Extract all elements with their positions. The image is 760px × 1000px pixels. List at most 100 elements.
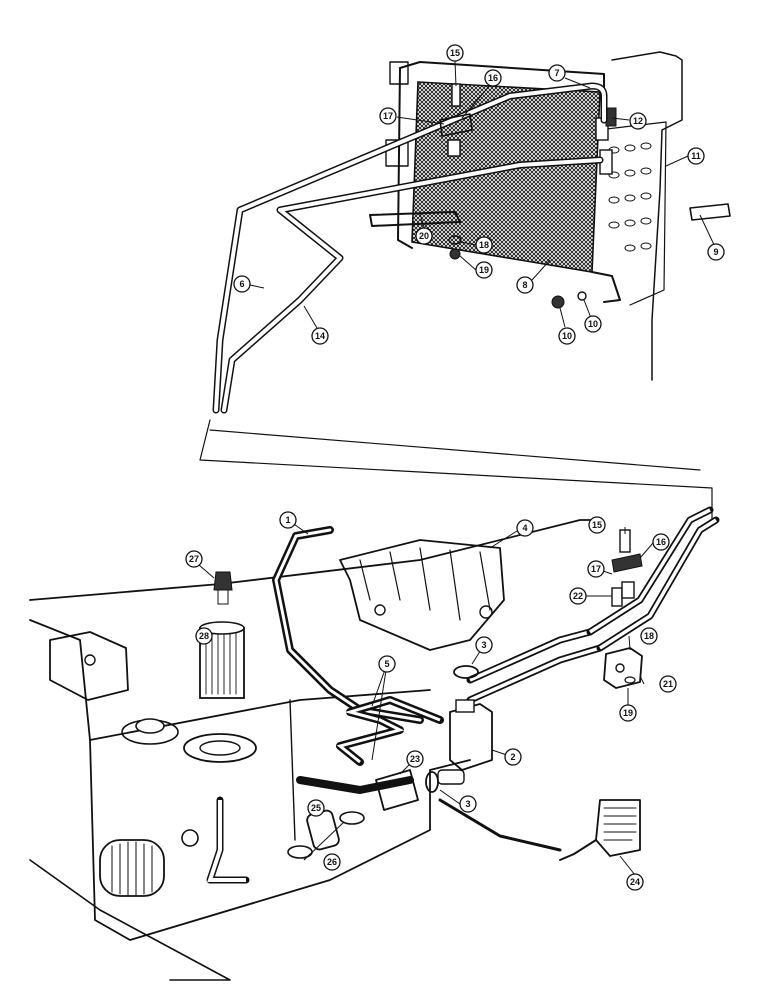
manifold-block [437,699,493,785]
callout-5: 5 [378,655,396,673]
svg-text:3: 3 [465,799,470,809]
svg-text:9: 9 [713,247,718,257]
leader-lines [198,60,717,876]
o-ring-3b [425,771,439,793]
clamp-hardware-upper [439,83,473,260]
o-ring-3a [453,665,479,679]
callout-6: 6 [233,275,251,293]
callout-14: 14 [311,327,329,345]
callout-3-lower: 3 [459,795,477,813]
tank-fitting [181,829,199,847]
filler-cap [135,718,165,734]
callout-18-upper: 18 [475,236,493,254]
callout-18-lower: 18 [640,627,658,645]
callout-8: 8 [516,276,534,294]
svg-text:21: 21 [663,679,673,689]
hose-clamp-26b [339,811,365,825]
tube-bracket-21 [603,647,643,689]
hydraulic-tank [29,519,601,981]
svg-text:19: 19 [623,708,633,718]
tank-lower-edge [29,859,231,981]
callout-28: 28 [195,627,213,645]
callout-15-lower: 15 [588,516,606,534]
shroud-panel [611,51,683,381]
tank-top-edge [29,519,601,601]
callout-9: 9 [707,243,725,261]
svg-text:2: 2 [510,752,515,762]
clamp-hardware-lower [611,529,643,684]
bolt-9 [689,203,731,221]
callout-21: 21 [659,675,677,693]
svg-text:5: 5 [384,659,389,669]
callout-3-upper: 3 [475,636,493,654]
nut-11 [551,295,565,309]
svg-text:10: 10 [588,319,598,329]
svg-text:1: 1 [285,515,290,525]
callout-23: 23 [406,750,424,768]
tank-body [29,619,471,941]
cooler-left-tank [397,67,413,249]
callout-25: 25 [307,799,325,817]
svg-text:15: 15 [592,520,602,530]
callout-4: 4 [516,519,534,537]
grille-holes [608,142,652,252]
svg-text:27: 27 [189,554,199,564]
callout-10: 10 [584,315,602,333]
svg-text:8: 8 [522,280,527,290]
callout-17-lower: 17 [587,560,605,578]
washer-10 [577,291,587,301]
svg-text:19: 19 [479,265,489,275]
callout-22: 22 [569,587,587,605]
callout-24: 24 [626,873,644,891]
callout-26: 26 [323,853,341,871]
svg-text:20: 20 [419,231,429,241]
callout-12: 11 [687,147,705,165]
callout-27: 27 [185,550,203,568]
adapter-23 [375,769,419,811]
svg-text:18: 18 [479,240,489,250]
tank-seam [289,699,296,841]
view-separator-line [199,419,713,521]
view-separator-line-2 [209,429,701,471]
tank-mount-bracket [49,631,129,701]
svg-text:26: 26 [327,857,337,867]
callout-1: 1 [279,511,297,529]
callout-11: 10 [558,327,576,345]
svg-text:24: 24 [630,877,640,887]
callout-13: 12 [629,112,647,130]
callout-19-lower: 19 [619,704,637,722]
svg-text:23: 23 [410,754,420,764]
svg-text:12: 12 [633,116,643,126]
cooler-top-tank [399,61,605,91]
suction-strainer [99,839,165,897]
callout-7: 7 [548,64,566,82]
svg-text:4: 4 [522,523,527,533]
svg-text:16: 16 [656,537,666,547]
cooler-fittings [595,107,617,175]
svg-text:28: 28 [199,631,209,641]
callout-17-upper: 17 [379,107,397,125]
callout-16-upper: 16 [484,69,502,87]
callout-20: 20 [415,227,433,245]
svg-text:16: 16 [488,73,498,83]
cooler-top-bracket [389,61,409,85]
svg-text:10: 10 [562,331,572,341]
svg-text:17: 17 [383,111,393,121]
support-bracket [369,211,461,227]
callout-labels: 15 16 7 17 12 11 20 18 9 19 8 6 10 14 10… [185,44,725,891]
cooler-mount-bracket [591,271,621,303]
filter-opening-flange [183,733,257,763]
svg-text:22: 22 [573,591,583,601]
svg-text:15: 15 [450,48,460,58]
breather-24 [559,799,641,861]
filter-cap-27 [213,571,233,605]
svg-text:25: 25 [311,803,321,813]
svg-text:3: 3 [481,640,486,650]
control-valve [339,539,505,651]
callout-16-lower: 16 [652,533,670,551]
svg-text:17: 17 [591,564,601,574]
callout-19-upper: 19 [475,261,493,279]
svg-text:11: 11 [691,151,701,161]
